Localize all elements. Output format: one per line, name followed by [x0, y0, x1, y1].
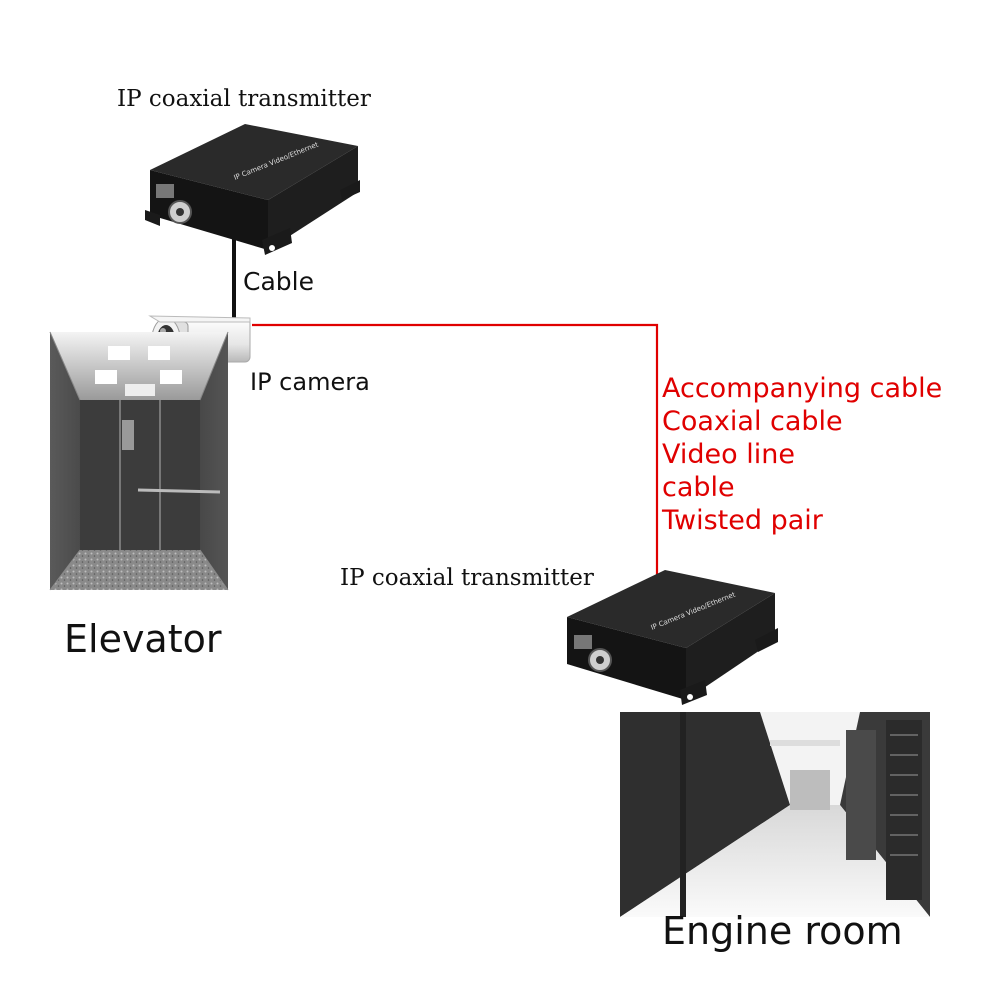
cable-type-item: Video line	[662, 439, 795, 470]
transmitter-device-bottom: IP Camera Video/Ethernet	[567, 570, 778, 705]
connection-line	[252, 323, 659, 578]
cable-type-item: Twisted pair	[662, 505, 823, 536]
cable-types-list: Accompanying cable Coaxial cable Video l…	[662, 372, 942, 537]
cable-type-item: Accompanying cable	[662, 373, 943, 404]
transmitter-device-top: IP Camera Video/Ethernet	[145, 124, 360, 255]
cable-label: Cable	[243, 267, 314, 296]
ip-camera-label: IP camera	[250, 368, 370, 396]
engine-room-photo	[620, 712, 930, 917]
elevator-label: Elevator	[64, 617, 222, 661]
elevator-photo	[49, 331, 229, 591]
transmitter-bottom-label: IP coaxial transmitter	[340, 565, 594, 591]
cable-type-item: Coaxial cable	[662, 406, 843, 437]
transmitter-top-label: IP coaxial transmitter	[117, 86, 371, 112]
engine-room-label: Engine room	[662, 909, 903, 953]
cable-type-item: cable	[662, 472, 735, 503]
